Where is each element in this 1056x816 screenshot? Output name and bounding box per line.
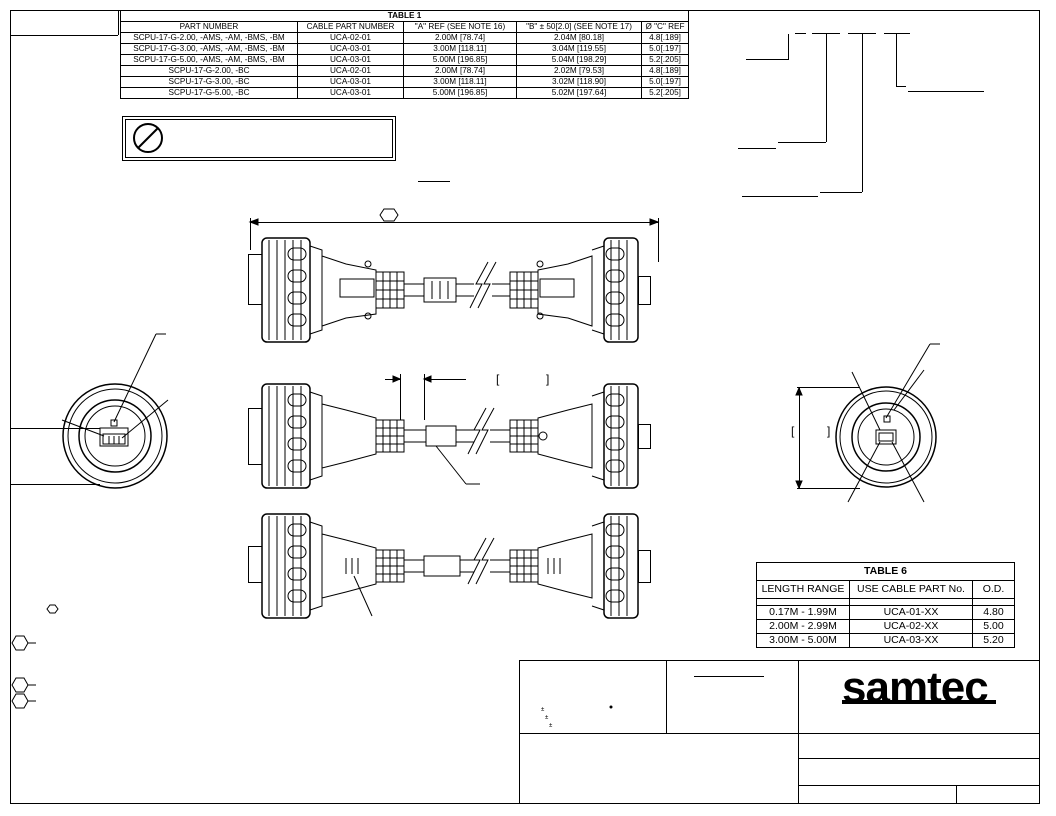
table-row: SCPU-17-G-2.00, -BC UCA-02-01 2.00M [78.…: [120, 65, 689, 77]
hexagon-note-icon: [379, 208, 399, 222]
hexagon-note-icon: [11, 693, 29, 709]
svg-text:±: ±: [549, 723, 553, 729]
prohibited-icon: [122, 116, 396, 161]
table-row: SCPU-17-G-2.00, -AMS, -AM, -BMS, -BM UCA…: [120, 32, 689, 44]
hexagon-note-icon: [46, 604, 59, 614]
table-cell: 3.00M - 5.00M: [756, 633, 850, 648]
title-block: ± ± ±: [519, 660, 1040, 804]
hexagon-note-icon: [11, 677, 29, 693]
table-cell: 4.8[.189]: [641, 32, 689, 44]
table-row: SCPU-17-G-5.00, -BC UCA-03-01 5.00M [196…: [120, 87, 689, 99]
cable-view-top: [248, 237, 651, 343]
table-6-header: LENGTH RANGE: [756, 580, 850, 599]
table-cell: SCPU-17-G-5.00, -BC: [120, 87, 298, 99]
logo-text: samtec: [842, 663, 989, 712]
drawing-border: [10, 10, 1040, 804]
part-number-callouts: [738, 33, 984, 197]
cable-view-middle: [248, 374, 651, 489]
table-6-header: USE CABLE PART No.: [849, 580, 973, 599]
table-row: SCPU-17-G-5.00, -AMS, -AM, -BMS, -BM UCA…: [120, 54, 689, 66]
table-cell: 0.17M - 1.99M: [756, 605, 850, 620]
dimension-bracket: [: [496, 372, 500, 386]
table-row: 3.00M - 5.00M UCA-03-XX 5.20: [756, 633, 1015, 648]
end-view-left: [61, 333, 169, 489]
table-cell: 5.00: [972, 619, 1015, 634]
table-cell: UCA-03-XX: [849, 633, 973, 648]
table-cell: UCA-01-XX: [849, 605, 973, 620]
end-view-right: [795, 343, 940, 503]
cable-view-bottom: [248, 513, 651, 619]
hexagon-note-icon: [11, 635, 29, 651]
table-row: 0.17M - 1.99M UCA-01-XX 4.80: [756, 605, 1015, 620]
svg-text:±: ±: [541, 707, 545, 713]
table-1: TABLE 1 PART NUMBER CABLE PART NUMBER "A…: [120, 10, 689, 99]
table-6: TABLE 6 LENGTH RANGE USE CABLE PART No. …: [756, 562, 1015, 648]
dimension-bracket: ]: [827, 424, 831, 438]
dimension-bracket: [: [791, 424, 795, 438]
table-6-header-row: LENGTH RANGE USE CABLE PART No. O.D.: [756, 580, 1015, 599]
table-cell: 5.20: [972, 633, 1015, 648]
svg-text:±: ±: [545, 715, 549, 721]
table-1-header-row: PART NUMBER CABLE PART NUMBER "A" REF (S…: [120, 21, 689, 33]
samtec-logo: samtec: [842, 663, 989, 712]
dimension-bracket: ]: [546, 372, 550, 386]
table-cell: 5.02M [197.64]: [516, 87, 642, 99]
table-cell: 5.2[.205]: [641, 87, 689, 99]
